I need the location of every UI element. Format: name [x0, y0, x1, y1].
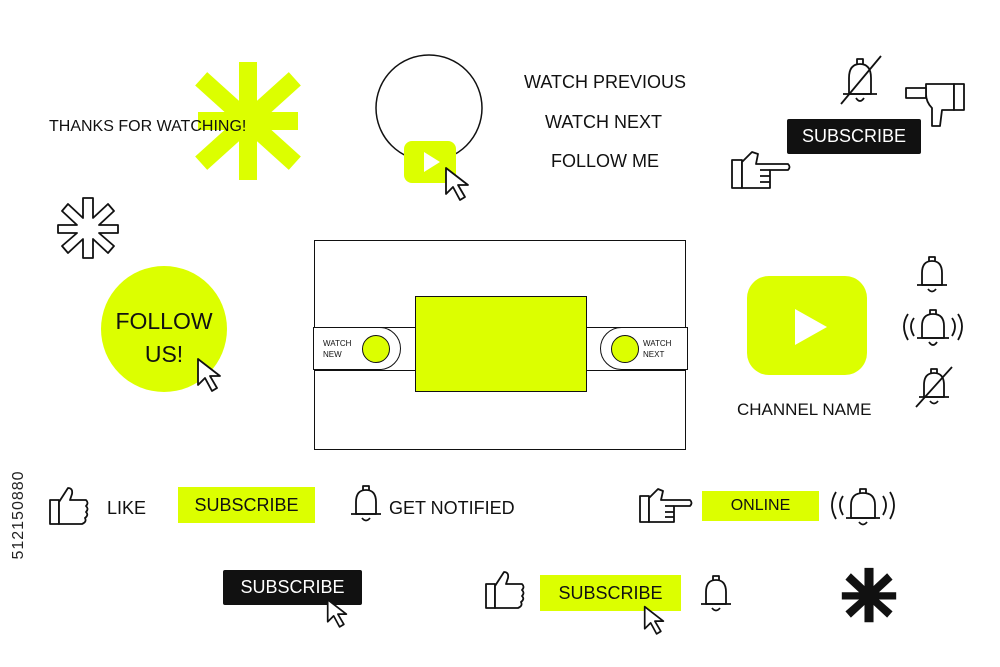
- channel-name-text: CHANNEL NAME: [737, 400, 872, 419]
- follow-us-line1: FOLLOW: [115, 308, 213, 334]
- cursor-arrow-icon: [197, 358, 221, 392]
- watch-next-dot: [611, 335, 639, 363]
- asterisk-large-lime-icon: [195, 62, 301, 180]
- video-screen[interactable]: [415, 296, 587, 392]
- bell-off-icon: [915, 366, 953, 408]
- watch-next-label-line2: NEXT: [643, 350, 665, 359]
- online-status-button[interactable]: ONLINE: [702, 491, 819, 521]
- bell-icon: [701, 575, 731, 612]
- bell-icon: [351, 485, 381, 522]
- subscribe-button-bottom-center[interactable]: SUBSCRIBE: [540, 575, 681, 611]
- subscribe-button-top-right[interactable]: SUBSCRIBE: [787, 119, 921, 154]
- like-text[interactable]: LIKE: [107, 498, 147, 518]
- thumbs-down-hand-icon: [905, 83, 965, 127]
- watch-new-dot: [362, 335, 390, 363]
- follow-us-line2: US!: [144, 341, 184, 367]
- get-notified-text[interactable]: GET NOTIFIED: [389, 498, 515, 518]
- bell-ringing-icon: [831, 488, 895, 526]
- watch-new-label-line2: NEW: [323, 350, 342, 359]
- subscribe-button-bottom-left[interactable]: SUBSCRIBE: [223, 570, 362, 605]
- pointing-hand-icon: [639, 488, 693, 523]
- watch-next-button[interactable]: WATCH NEXT: [600, 327, 688, 370]
- bell-icon: [917, 256, 947, 293]
- subscribe-button-like-row[interactable]: SUBSCRIBE: [178, 487, 315, 523]
- watch-next-label-line1: WATCH: [643, 339, 672, 348]
- watch-next-link[interactable]: WATCH NEXT: [545, 112, 662, 132]
- play-triangle-icon: [424, 152, 440, 172]
- thumbs-up-icon: [485, 571, 525, 609]
- stock-id-text: 512150880: [10, 470, 27, 560]
- youtube-play-icon[interactable]: [747, 276, 867, 375]
- bell-ringing-icon: [903, 309, 963, 346]
- cursor-arrow-icon: [643, 605, 665, 635]
- asterisk-outline-icon: [57, 197, 119, 259]
- watch-new-button[interactable]: WATCH NEW: [313, 327, 401, 370]
- bell-off-icon: [840, 55, 882, 105]
- thumbs-up-icon: [49, 487, 89, 525]
- cursor-arrow-icon: [326, 598, 348, 628]
- video-player-frame: WATCH NEW WATCH NEXT: [313, 240, 688, 450]
- follow-me-link[interactable]: FOLLOW ME: [551, 151, 660, 171]
- asterisk-filled-icon: [841, 567, 897, 623]
- thanks-for-watching-text: THANKS FOR WATCHING!: [49, 118, 247, 135]
- cursor-arrow-icon: [445, 167, 469, 201]
- pointing-hand-icon: [731, 151, 791, 189]
- stock-id-label: 512150880: [6, 430, 32, 600]
- watch-previous-link[interactable]: WATCH PREVIOUS: [524, 72, 687, 92]
- watch-new-label-line1: WATCH: [323, 339, 352, 348]
- play-triangle-icon: [795, 309, 827, 345]
